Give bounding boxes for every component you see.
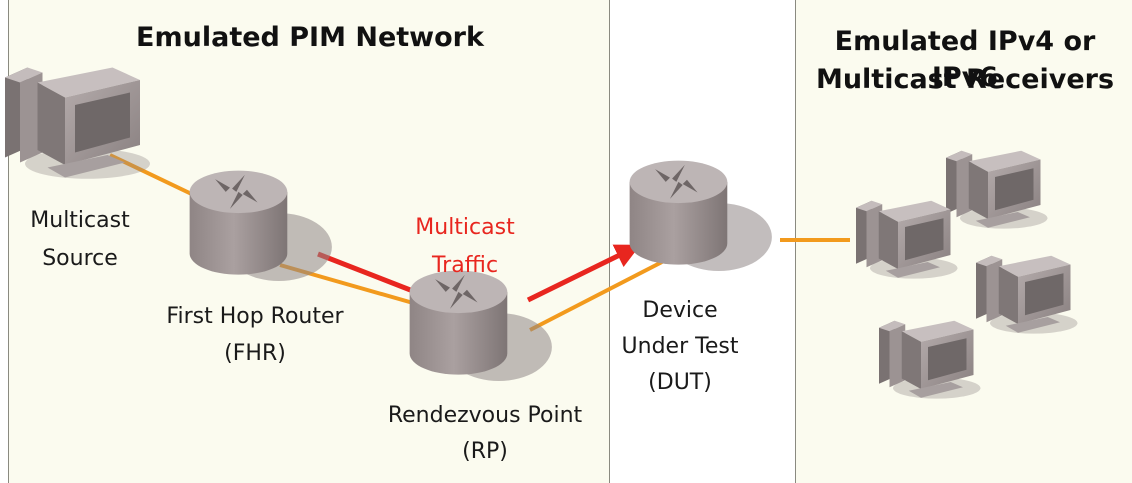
- receiver-computer-icon: [856, 200, 958, 279]
- rendezvous-point-router-icon: [409, 270, 552, 382]
- source-label-line1: Multicast: [30, 208, 130, 233]
- multicast-source-computer-icon: [5, 67, 150, 179]
- rp-label-line2: (RP): [462, 439, 508, 464]
- first-hop-router-icon: [189, 170, 332, 282]
- source-label-line2: Source: [42, 246, 118, 271]
- right-panel-title-line1: Emulated IPv4 or IPv6: [834, 26, 1096, 93]
- dut-label-line1: Device: [642, 298, 718, 323]
- rp-label-line1: Rendezvous Point: [387, 403, 583, 428]
- receiver-computer-icon: [976, 255, 1078, 334]
- dut-router-icon: [629, 160, 772, 272]
- multicast-receivers-panel: [795, 0, 1132, 483]
- right-panel-title-line2: Multicast Receivers: [815, 64, 1115, 95]
- fhr-label-line1: First Hop Router: [166, 304, 344, 329]
- dut-label-line2: Under Test: [621, 334, 739, 359]
- traffic-label-line1: Multicast: [415, 215, 515, 240]
- dut-label-line3: (DUT): [648, 370, 712, 395]
- link-rp-dut: [529, 260, 663, 332]
- traffic-arrow-rp-dut: [526, 244, 641, 303]
- receiver-computer-icon: [946, 150, 1048, 229]
- left-panel-title: Emulated PIM Network: [136, 22, 484, 53]
- traffic-label-line2: Traffic: [431, 253, 499, 278]
- fhr-label-line2: (FHR): [224, 341, 286, 366]
- receiver-computer-icon: [879, 320, 981, 399]
